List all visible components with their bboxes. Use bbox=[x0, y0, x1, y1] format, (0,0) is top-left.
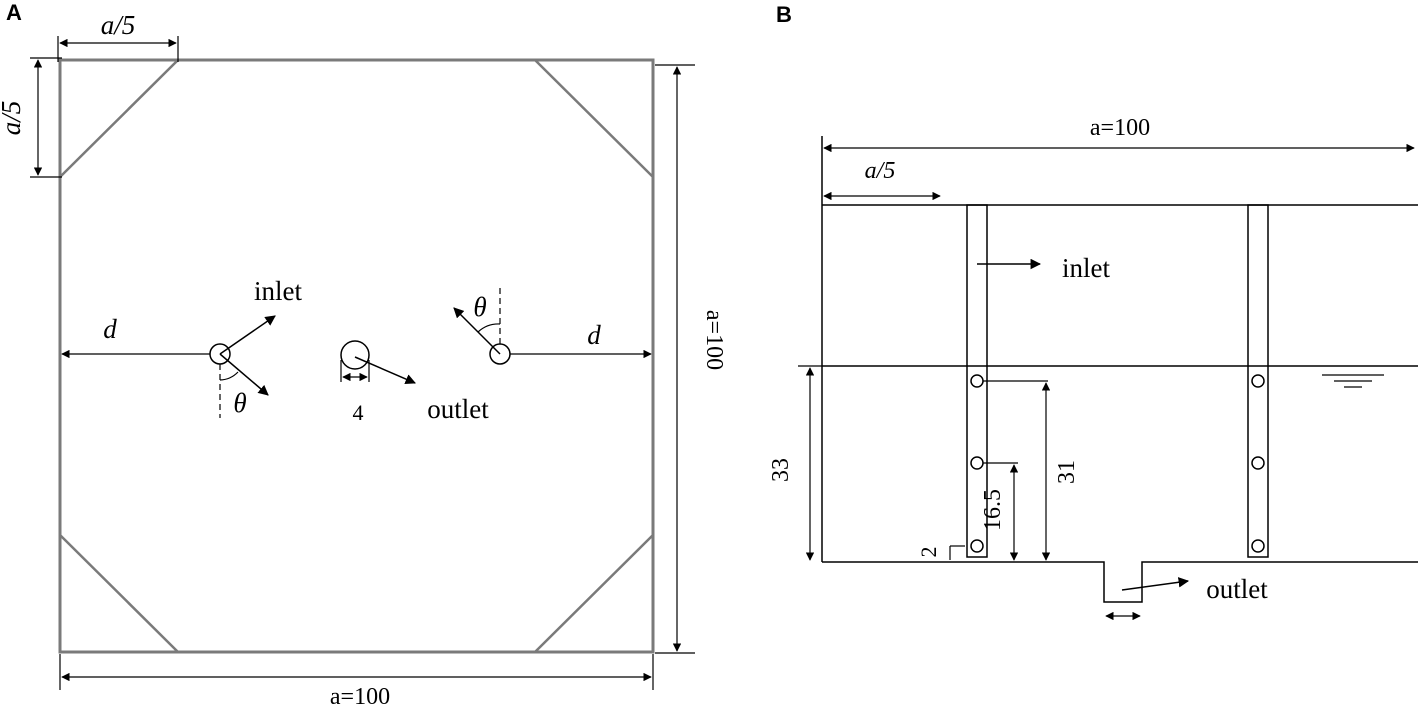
inlet-label-plan: inlet bbox=[254, 276, 302, 306]
chamfer-top-right bbox=[534, 59, 654, 178]
outlet-diameter-label: 4 bbox=[353, 400, 364, 425]
tank-width-dimension: a=100 bbox=[59, 654, 654, 708]
nozzle-spacing-top-dimension: 31 bbox=[983, 380, 1080, 561]
tank-outline-plan bbox=[58, 58, 655, 654]
inlet-label-section: inlet bbox=[1062, 253, 1110, 283]
nozzle-spacing-mid-label: 16.5 bbox=[980, 489, 1006, 531]
theta-left-label: θ bbox=[233, 388, 246, 418]
panel-a-label: A bbox=[6, 0, 22, 25]
left-inlet-nozzle: d θ inlet bbox=[61, 276, 302, 418]
center-outlet: 4 outlet bbox=[340, 340, 489, 425]
water-depth-label: 33 bbox=[768, 458, 794, 482]
nozzle-bottom-dimension: 2 bbox=[916, 545, 965, 560]
chamfer-top-left bbox=[59, 59, 179, 178]
panel-b-label: B bbox=[776, 2, 792, 27]
nozzle-spacing-mid-dimension: 16.5 bbox=[980, 462, 1019, 561]
chamfer-height-dimension: a/5 bbox=[0, 57, 62, 178]
right-inlet-nozzle: d θ bbox=[453, 286, 652, 365]
section-width-label: a=100 bbox=[1090, 115, 1150, 141]
chamfer-side-label: a/5 bbox=[0, 101, 26, 136]
d-left-label: d bbox=[103, 314, 117, 344]
chamfer-bottom-left bbox=[59, 534, 179, 653]
right-inlet-pipe bbox=[1247, 204, 1269, 558]
water-level-symbol bbox=[1322, 374, 1384, 388]
water-depth-dimension: 33 bbox=[768, 365, 822, 561]
panel-b-section-view: B a=100 a/5 bbox=[768, 2, 1418, 621]
chamfer-width-dimension: a/5 bbox=[57, 10, 179, 62]
outlet-label-section: outlet bbox=[1206, 574, 1268, 604]
tank-height-dimension: a=100 bbox=[655, 64, 727, 654]
chamfer-top-label: a/5 bbox=[101, 10, 136, 40]
d-right-label: d bbox=[587, 320, 601, 350]
theta-right-label: θ bbox=[473, 292, 486, 322]
corner-chamfers bbox=[59, 59, 654, 653]
tank-bottom-outline bbox=[822, 561, 1418, 603]
nozzle-bottom-label: 2 bbox=[916, 547, 941, 558]
chamfer-bottom-right bbox=[534, 534, 654, 653]
nozzle-spacing-top-label: 31 bbox=[1054, 460, 1080, 484]
pipe-offset-dimension: a/5 bbox=[823, 158, 941, 201]
panel-a-plan-view: A a/5 a/5 a=100 bbox=[0, 0, 727, 708]
outlet-label-plan: outlet bbox=[427, 394, 489, 424]
section-width-dimension: a=100 bbox=[821, 115, 1415, 562]
outlet-circle bbox=[340, 340, 370, 370]
pipe-offset-label: a/5 bbox=[865, 158, 896, 184]
tank-height-label: a=100 bbox=[701, 310, 727, 370]
tank-width-label: a=100 bbox=[330, 684, 390, 708]
